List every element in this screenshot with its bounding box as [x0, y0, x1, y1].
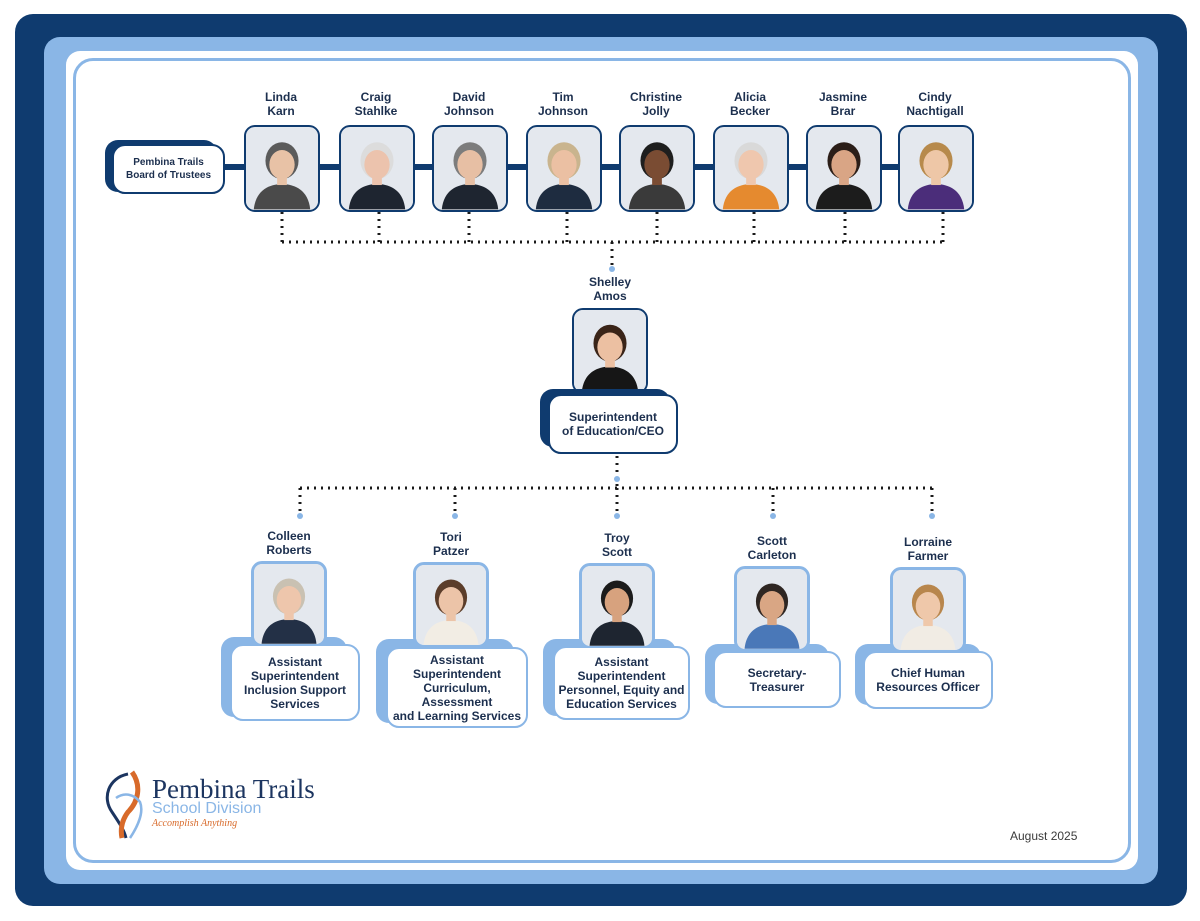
staff-title-line: Curriculum, Assessment [421, 680, 493, 709]
staff-title-line: Secretary- [747, 665, 807, 680]
superintendent-photo [572, 308, 648, 394]
superintendent-title-line-2: of Education/CEO [562, 424, 664, 438]
superintendent-name: Shelley Amos [588, 275, 632, 303]
superintendent-title-box: Superintendent of Education/CEO [548, 394, 678, 454]
staff-title-line: Superintendent [412, 666, 501, 681]
logo-main-text: Pembina Trails [152, 774, 315, 804]
pembina-trails-logo: Pembina Trails School Division Accomplis… [98, 768, 348, 843]
staff-title-line: Services [270, 696, 320, 711]
staff-title-line: Assistant [267, 654, 323, 669]
staff-title-line: Personnel, Equity and [558, 683, 685, 697]
staff-photo [734, 566, 810, 652]
staff-title-line: Inclusion Support [244, 682, 346, 697]
board-line-2: Board of Trustees [125, 170, 212, 181]
chart-date: August 2025 [1010, 829, 1078, 843]
staff-title-line: Treasurer [749, 679, 805, 694]
staff-title-line: Superintendent [250, 668, 339, 683]
trustee-photo [619, 125, 695, 212]
trustee-photo [898, 125, 974, 212]
trustee-photo [526, 125, 602, 212]
staff-photo [251, 561, 327, 647]
trustee-photo [339, 125, 415, 212]
trustee-photo [244, 125, 320, 212]
trustee-drop-lines [280, 212, 945, 266]
staff-title-line: Superintendent [577, 669, 666, 683]
logo-sub-text: School Division [152, 800, 262, 817]
ribbon-logo-icon [105, 770, 143, 839]
trustee-photo [713, 125, 789, 212]
staff-connector-lines [298, 456, 934, 512]
logo-tagline: Accomplish Anything [152, 818, 238, 829]
staff-photo [890, 567, 966, 653]
trustee-photo [432, 125, 508, 212]
trustee-photo [806, 125, 882, 212]
superintendent-title-line-1: Superintendent [568, 410, 657, 424]
board-of-trustees-box: Pembina Trails Board of Trustees [112, 144, 225, 194]
staff-title-line: Assistant [594, 655, 649, 669]
staff-title-line: Education Services [566, 697, 677, 711]
staff-title-line: and Learning Services [392, 708, 522, 723]
staff-title-line: Resources Officer [876, 680, 980, 694]
staff-photo [413, 562, 489, 648]
staff-title-line: Chief Human [890, 666, 965, 680]
staff-title-box: Secretary-Treasurer [713, 651, 841, 708]
staff-photo [579, 563, 655, 649]
board-line-1: Pembina Trails [133, 157, 204, 168]
staff-title-line: Assistant [429, 652, 485, 667]
